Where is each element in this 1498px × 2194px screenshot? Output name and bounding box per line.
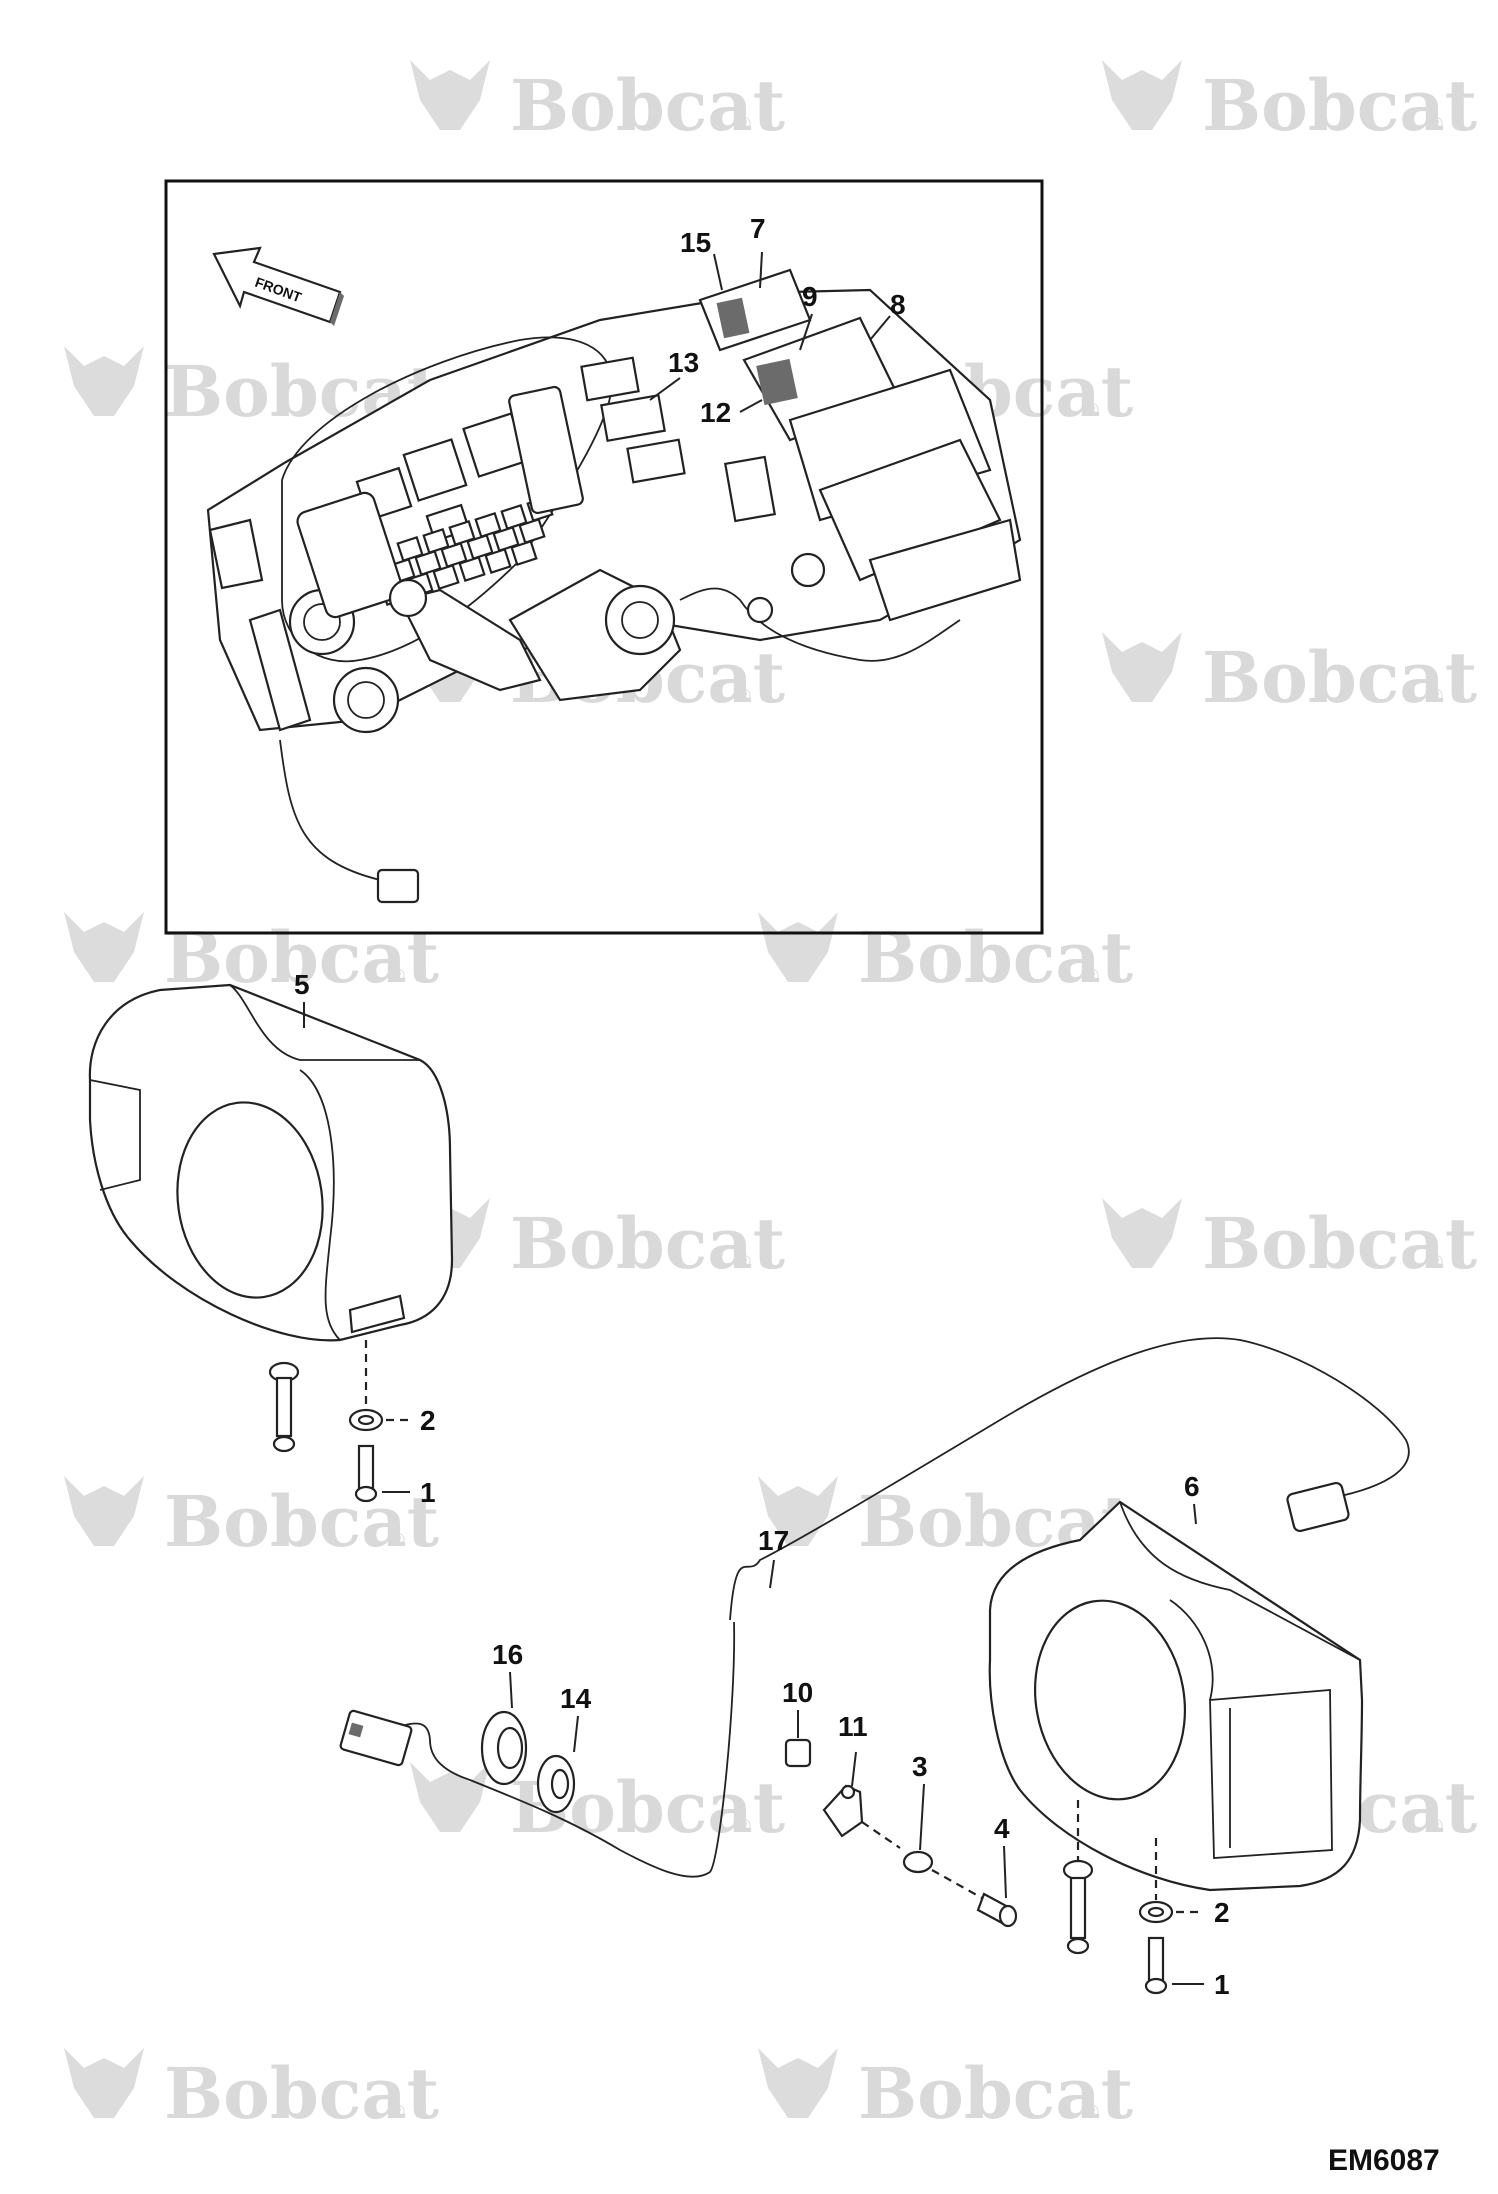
callout-8: 8	[890, 289, 906, 320]
bobcat-watermark: Bobcat®	[758, 912, 1133, 999]
callout-1-left: 1	[420, 1477, 436, 1508]
dash-button	[492, 525, 520, 553]
bobcat-watermark: Bobcat®	[410, 1762, 785, 1849]
bobcat-watermark: Bobcat®	[1102, 60, 1477, 147]
dash-button	[484, 547, 512, 575]
dash-button	[466, 533, 494, 561]
bobcat-watermark: Bobcat®	[64, 2048, 439, 2135]
dash-button	[432, 563, 460, 591]
watermark-registered-mark: ®	[389, 966, 407, 987]
dash-button	[518, 517, 546, 545]
bobcat-logo-icon	[64, 912, 144, 982]
bobcat-logo-icon	[64, 346, 144, 416]
dash-button	[422, 527, 450, 555]
bobcat-watermark: Bobcat®	[64, 1476, 439, 1563]
bobcat-watermark: Bobcat®	[758, 2048, 1133, 2135]
leader-lines	[303, 251, 1197, 1899]
callout-7: 7	[750, 213, 766, 244]
callout-5: 5	[294, 969, 310, 1000]
callout-2-left: 2	[420, 1405, 436, 1436]
watermark-registered-mark: ®	[389, 2102, 407, 2123]
horn-cover-right	[988, 1500, 1364, 1892]
drawing-id: EM6087	[1328, 2144, 1440, 2177]
watermark-text: Bobcat	[510, 1202, 785, 1285]
bobcat-logo-icon	[410, 1762, 490, 1832]
callout-9: 9	[802, 281, 818, 312]
callout-4: 4	[994, 1813, 1010, 1844]
watermark-text: Bobcat	[510, 64, 785, 147]
watermark-text: Bobcat	[1202, 64, 1477, 147]
dashboard-panel	[206, 268, 1022, 904]
inset-view: FRONT	[164, 179, 1044, 935]
dash-button	[510, 539, 538, 567]
bobcat-logo-icon	[758, 912, 838, 982]
callout-10: 10	[782, 1677, 813, 1708]
bobcat-logo-icon	[1102, 60, 1182, 130]
watermark-registered-mark: ®	[1083, 966, 1101, 987]
watermark-registered-mark: ®	[735, 114, 753, 135]
mount-hardware	[784, 1738, 1018, 1928]
grommets	[480, 1710, 576, 1814]
callout-16: 16	[492, 1639, 523, 1670]
callout-1-right: 1	[1214, 1969, 1230, 2000]
callout-2-right: 2	[1214, 1897, 1230, 1928]
watermark-registered-mark: ®	[389, 1530, 407, 1551]
watermark-registered-mark: ®	[1427, 686, 1445, 707]
callout-labels: 15 7 9 8 13 12 5 2 1 6 17 16 14 10 11 3 …	[294, 213, 1230, 2000]
watermark-registered-mark: ®	[735, 1252, 753, 1273]
wire-harness	[339, 1337, 1410, 1878]
watermark-registered-mark: ®	[1427, 114, 1445, 135]
watermark-registered-mark: ®	[735, 1816, 753, 1837]
watermark-registered-mark: ®	[735, 686, 753, 707]
watermark-text: Bobcat	[1202, 636, 1477, 719]
fasteners-left	[268, 1340, 410, 1503]
bobcat-watermark: Bobcat®	[410, 60, 785, 147]
callout-13: 13	[668, 347, 699, 378]
dash-button	[474, 511, 502, 539]
bobcat-watermark: Bobcat®	[64, 346, 439, 433]
watermark-registered-mark: ®	[1427, 1816, 1445, 1837]
dash-button	[396, 535, 424, 563]
watermark-registered-mark: ®	[1083, 2102, 1101, 2123]
watermark-text: Bobcat	[1202, 1202, 1477, 1285]
callout-3: 3	[912, 1751, 928, 1782]
watermark-text: Bobcat	[858, 916, 1133, 999]
horn-cover-left	[88, 983, 454, 1342]
bobcat-watermark: Bobcat®	[410, 1198, 785, 1285]
callout-12: 12	[700, 397, 731, 428]
watermark-text: Bobcat	[164, 1480, 439, 1563]
dash-button	[414, 549, 442, 577]
callout-11: 11	[838, 1711, 868, 1742]
bobcat-logo-icon	[1102, 1198, 1182, 1268]
bobcat-watermark: Bobcat®	[1102, 632, 1477, 719]
front-arrow-icon: FRONT	[212, 246, 344, 326]
dash-button	[440, 541, 468, 569]
dash-button	[458, 555, 486, 583]
dash-button	[448, 519, 476, 547]
watermark-registered-mark: ®	[1427, 1252, 1445, 1273]
callout-6: 6	[1184, 1471, 1200, 1502]
dash-button	[500, 503, 528, 531]
callout-17: 17	[758, 1525, 789, 1556]
bobcat-watermark: Bobcat®	[1102, 1198, 1477, 1285]
fasteners-right	[1062, 1800, 1204, 1995]
watermark-registered-mark: ®	[1083, 400, 1101, 421]
bobcat-watermark: Bobcat®	[64, 912, 439, 999]
watermark-text: Bobcat	[164, 916, 439, 999]
bobcat-logo-icon	[758, 2048, 838, 2118]
watermark-text: Bobcat	[164, 2052, 439, 2135]
bobcat-logo-icon	[410, 60, 490, 130]
bobcat-logo-icon	[1102, 632, 1182, 702]
bobcat-logo-icon	[64, 1476, 144, 1546]
watermark-text: Bobcat	[858, 2052, 1133, 2135]
callout-15: 15	[680, 227, 711, 258]
callout-14: 14	[560, 1683, 592, 1714]
bobcat-logo-icon	[64, 2048, 144, 2118]
